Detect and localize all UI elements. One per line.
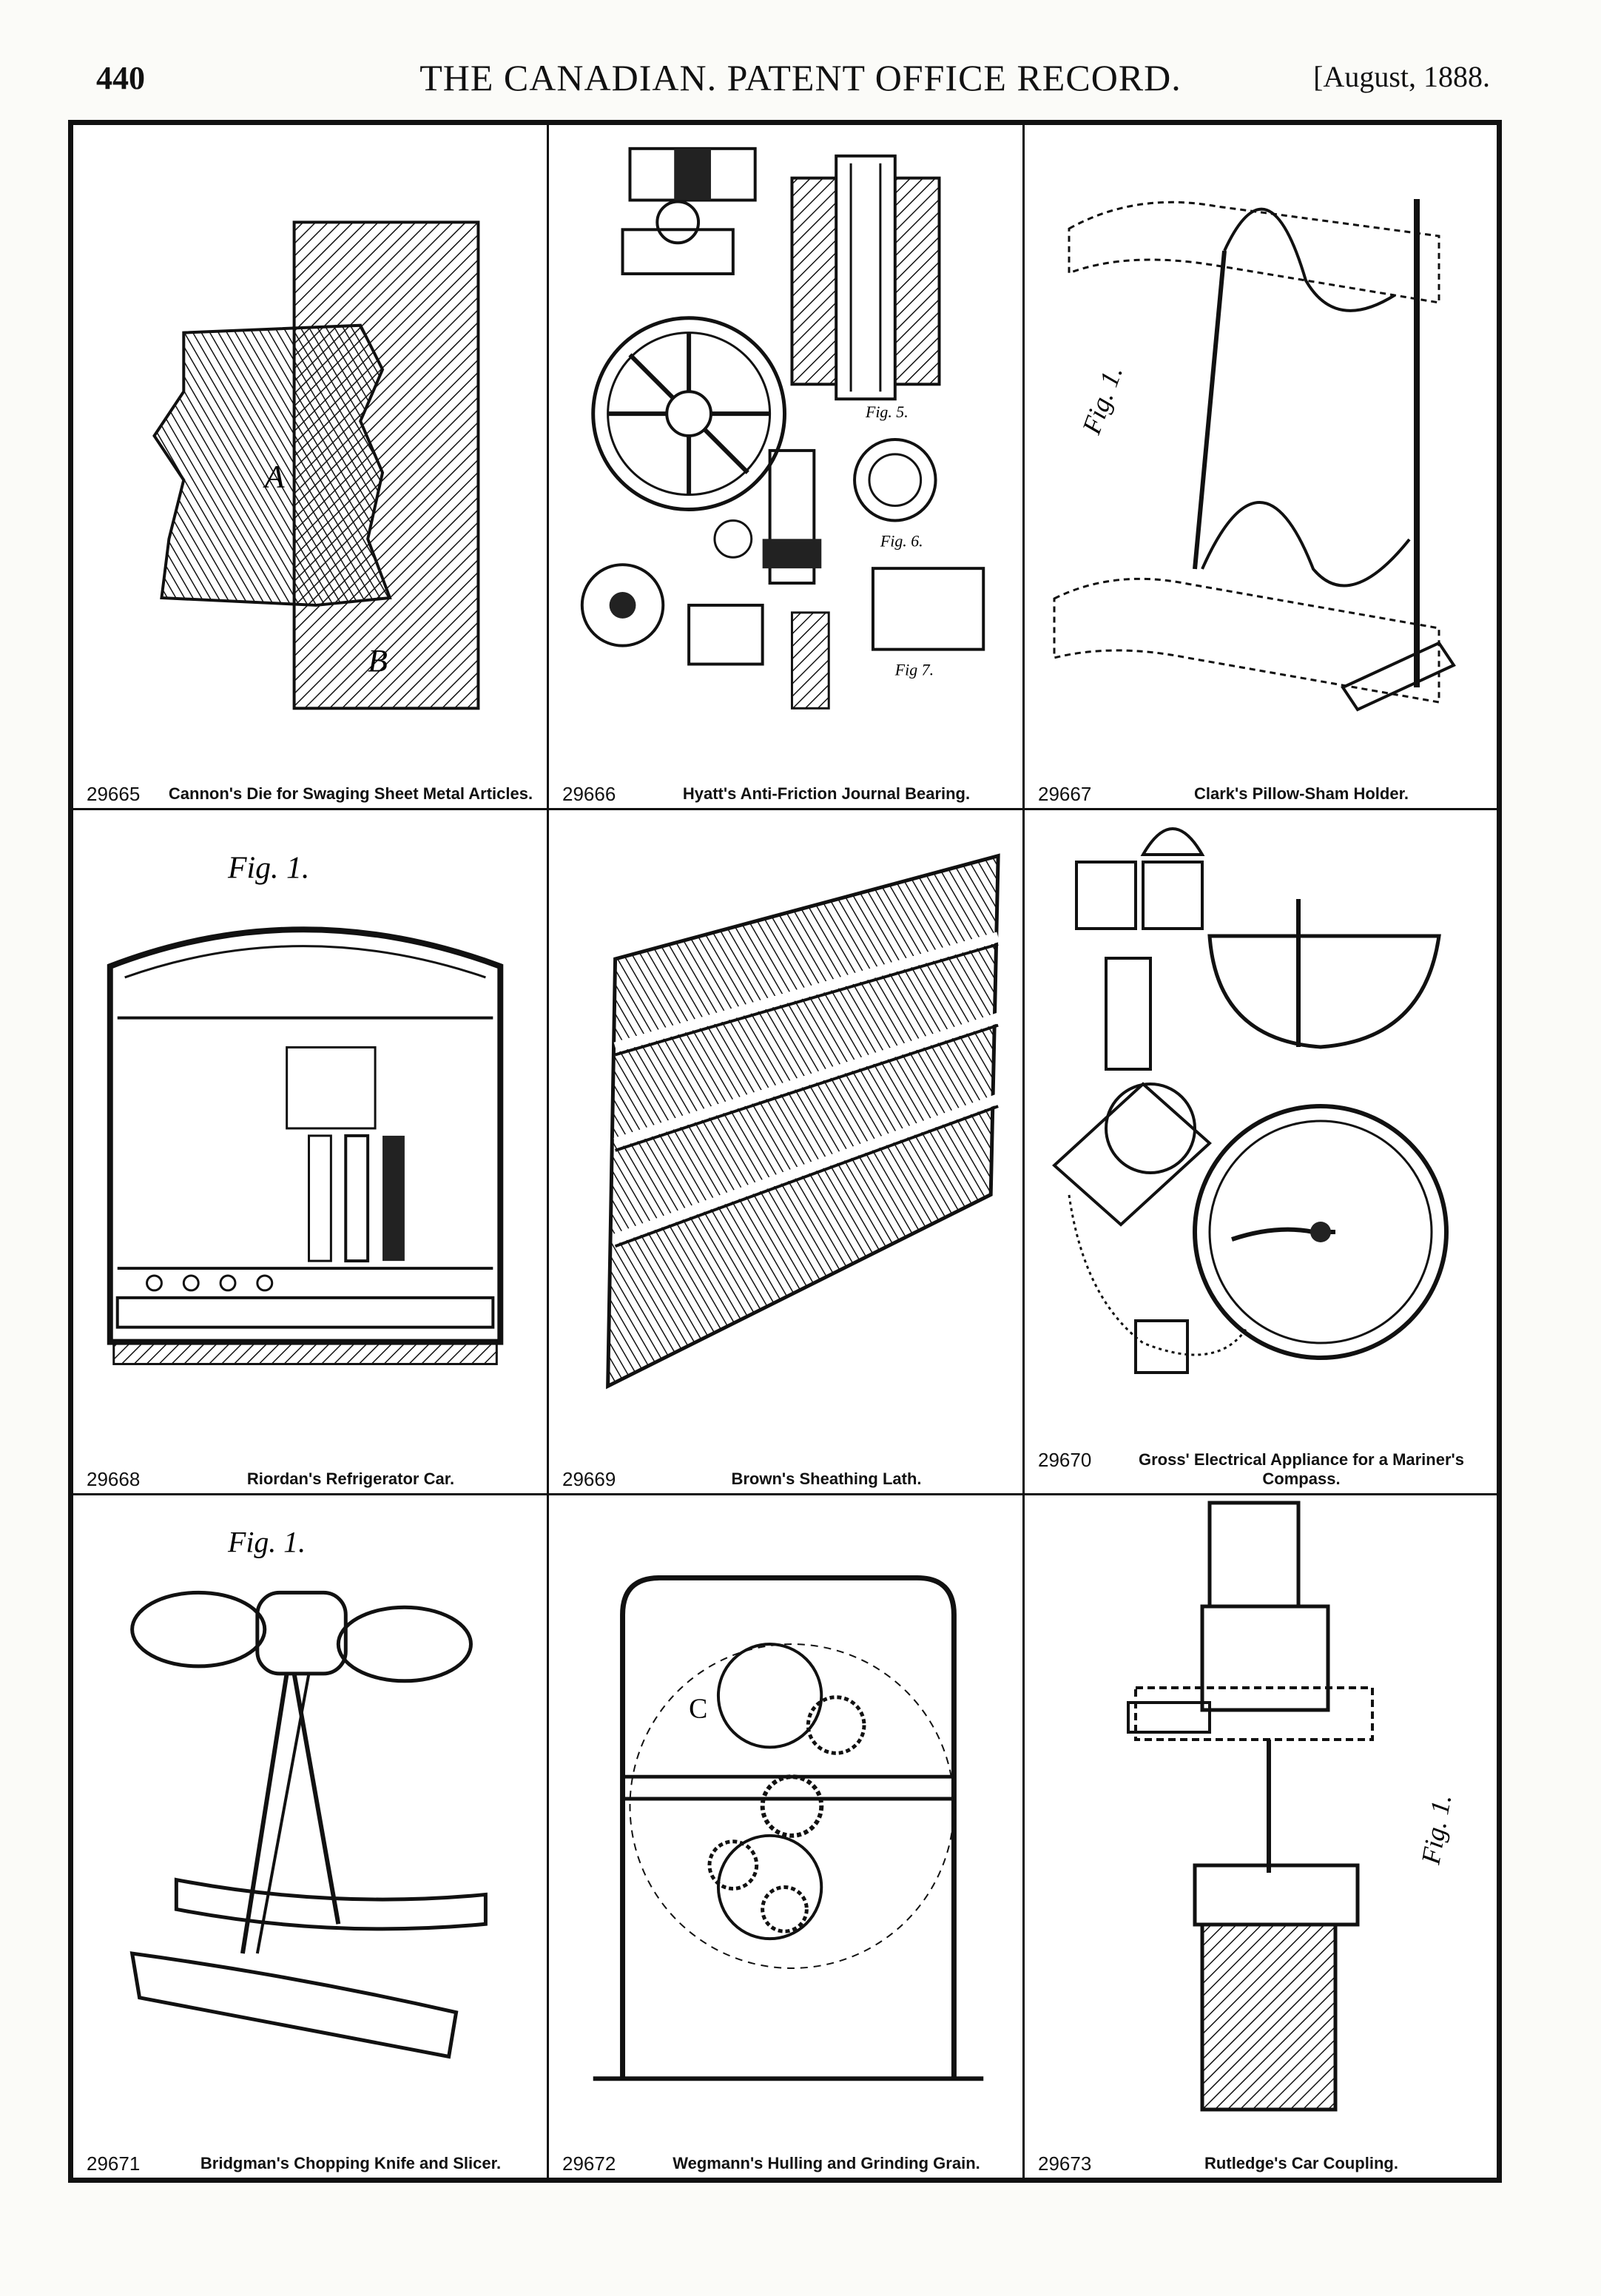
patent-title: Brown's Sheathing Lath. bbox=[731, 1469, 922, 1488]
page-header: 440 THE CANADIAN. PATENT OFFICE RECORD. … bbox=[0, 0, 1601, 118]
patent-number: 29672 bbox=[562, 2152, 616, 2175]
patent-cell-29669: 29669 Brown's Sheathing Lath. bbox=[549, 810, 1025, 1495]
patent-caption: 29666 Hyatt's Anti-Friction Journal Bear… bbox=[562, 784, 1009, 804]
patent-cell-29670: 29670 Gross' Electrical Appliance for a … bbox=[1025, 810, 1497, 1495]
refrigerator-car-drawing: Fig. 1. bbox=[107, 852, 504, 1365]
hulling-label-c: C bbox=[689, 1694, 707, 1725]
patent-number: 29667 bbox=[1038, 783, 1092, 805]
patent-caption: 29668 Riordan's Refrigerator Car. bbox=[87, 1469, 533, 1489]
coupling-fig-label: Fig. 1. bbox=[1415, 1792, 1457, 1867]
patent-caption: 29670 Gross' Electrical Appliance for a … bbox=[1038, 1450, 1483, 1489]
patent-cell-29673: Fig. 1. 29673 Rutledge's Car Coupling. bbox=[1025, 1495, 1497, 2178]
pillow-fig-label: Fig. 1. bbox=[1076, 362, 1128, 439]
patent-grid: A B 29665 Cannon's Die for Swaging Sheet… bbox=[68, 120, 1502, 2183]
issue-date: [August, 1888. bbox=[1313, 60, 1490, 93]
patent-title: Wegmann's Hulling and Grinding Grain. bbox=[673, 2154, 980, 2172]
patent-title: Cannon's Die for Swaging Sheet Metal Art… bbox=[168, 784, 533, 803]
pillow-holder-drawing: Fig. 1. bbox=[1053, 199, 1456, 712]
die-label-b: B bbox=[368, 644, 388, 679]
patent-title: Bridgman's Chopping Knife and Slicer. bbox=[200, 2154, 502, 2172]
die-drawing: A B bbox=[152, 220, 480, 710]
die-label-a: A bbox=[263, 459, 285, 495]
patent-caption: 29669 Brown's Sheathing Lath. bbox=[562, 1469, 1009, 1489]
patent-cell-29672: C 29672 Wegmann's Hulling and Grinding G… bbox=[549, 1495, 1025, 2178]
patent-number: 29670 bbox=[1038, 1449, 1092, 1471]
knife-fig-label: Fig. 1. bbox=[227, 1526, 306, 1559]
patent-caption: 29667 Clark's Pillow-Sham Holder. bbox=[1038, 784, 1483, 804]
refrigerator-fig-label: Fig. 1. bbox=[227, 852, 309, 886]
patent-title: Riordan's Refrigerator Car. bbox=[246, 1469, 455, 1488]
patent-caption: 29665 Cannon's Die for Swaging Sheet Met… bbox=[87, 784, 533, 804]
hulling-machine-drawing: C bbox=[593, 1575, 984, 2081]
patent-caption: 29671 Bridgman's Chopping Knife and Slic… bbox=[87, 2154, 533, 2173]
patent-number: 29668 bbox=[87, 1468, 141, 1490]
patent-caption: 29673 Rutledge's Car Coupling. bbox=[1038, 2154, 1483, 2173]
patent-number: 29669 bbox=[562, 1468, 616, 1490]
chopping-knife-drawing: Fig. 1. bbox=[129, 1526, 488, 2059]
patent-title: Rutledge's Car Coupling. bbox=[1204, 2154, 1398, 2172]
bearing-fig5-label: Fig. 5. bbox=[865, 403, 909, 421]
patent-title: Gross' Electrical Appliance for a Marine… bbox=[1138, 1450, 1465, 1488]
patent-cell-29667: Fig. 1. 29667 Clark's Pillow-Sham Holder… bbox=[1025, 125, 1497, 810]
compass-appliance-drawing bbox=[1052, 827, 1449, 1374]
sheathing-lath-drawing bbox=[606, 853, 1000, 1390]
patent-cell-29666: Fig. 5. Fig. 6. Fig 7. 29666 Hyat bbox=[549, 125, 1025, 810]
publication-title: THE CANADIAN. PATENT OFFICE RECORD. bbox=[419, 57, 1182, 98]
patent-caption: 29672 Wegmann's Hulling and Grinding Gra… bbox=[562, 2154, 1009, 2173]
patent-number: 29673 bbox=[1038, 2152, 1092, 2175]
page-number: 440 bbox=[96, 60, 145, 96]
patent-cell-29671: Fig. 1. 29671 Bridgman's Chopping Knife … bbox=[73, 1495, 549, 2178]
patent-cell-29665: A B 29665 Cannon's Die for Swaging Sheet… bbox=[73, 125, 549, 810]
patent-number: 29665 bbox=[87, 783, 141, 805]
car-coupling-drawing: Fig. 1. bbox=[1127, 1501, 1457, 2112]
bearing-fig6-label: Fig. 6. bbox=[880, 531, 923, 550]
patent-title: Clark's Pillow-Sham Holder. bbox=[1193, 784, 1409, 803]
bearing-drawing: Fig. 5. Fig. 6. Fig 7. bbox=[580, 147, 985, 710]
bearing-fig7-label: Fig 7. bbox=[894, 660, 934, 679]
patent-title: Hyatt's Anti-Friction Journal Bearing. bbox=[682, 784, 971, 803]
patent-number: 29671 bbox=[87, 2152, 141, 2175]
patent-cell-29668: Fig. 1. 29668 Riordan's Refrigerator Car… bbox=[73, 810, 549, 1495]
patent-number: 29666 bbox=[562, 783, 616, 805]
